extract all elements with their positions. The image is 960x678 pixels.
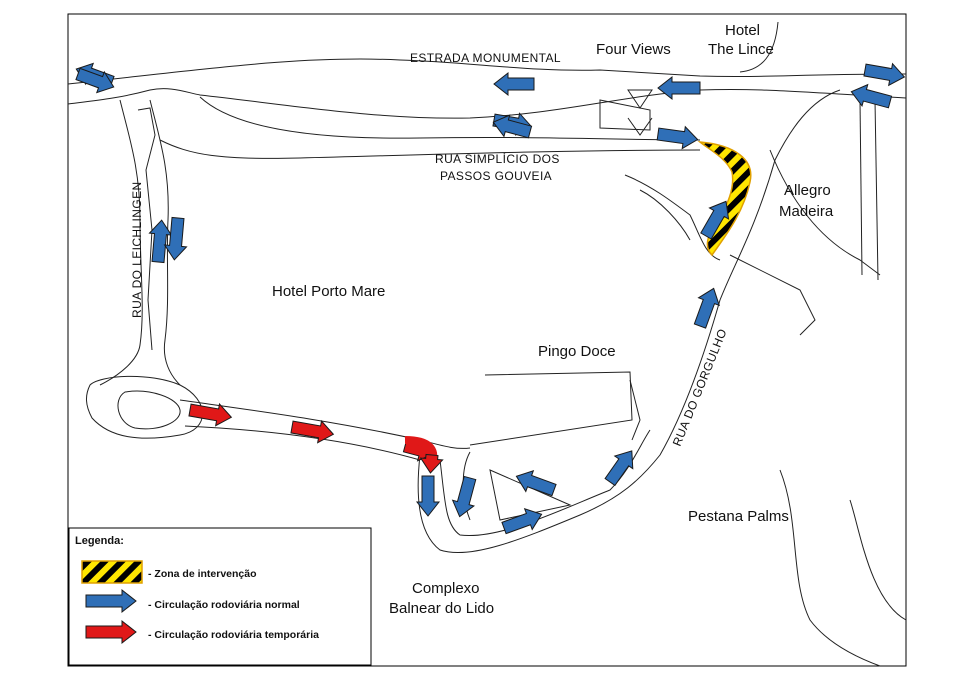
temporary-traffic-arrow-2 [290,419,335,444]
legend-hatch-swatch [81,560,143,584]
place-label-four-views: Four Views [596,41,671,58]
traffic-arrows [75,62,906,535]
normal-traffic-arrow-18 [501,507,543,535]
normal-traffic-arrow-17 [515,469,557,497]
place-label-lince-line1: Hotel [725,22,760,39]
normal-traffic-arrow-12 [700,200,730,240]
temporary-traffic-turn-head [419,453,444,474]
rua-leichlingen-road [149,99,181,386]
normal-traffic-arrow-14 [604,450,634,487]
normal-traffic-arrow-15 [415,475,441,517]
place-label-lido-line2: Balnear do Lido [389,600,494,617]
legend-title: Legenda: [75,535,124,547]
normal-traffic-arrow-8 [863,62,906,87]
intervention-zone [697,141,752,257]
legend-item-zone: - Zona de intervenção [148,568,257,580]
place-label-allegro-line2: Madeira [779,203,834,220]
rua-simplicio-road [199,96,701,141]
normal-traffic-arrow-10 [148,219,173,264]
estrada-monumental-road [67,58,907,85]
normal-traffic-arrow-3 [493,71,535,97]
normal-traffic-arrow-7 [656,125,699,150]
temporary-traffic-arrow-1 [188,402,233,427]
place-label-pestana-palms: Pestana Palms [688,508,789,525]
lido-loop-road [417,89,841,554]
normal-traffic-arrow-6 [492,114,533,139]
place-label-porto-mare: Hotel Porto Mare [272,283,385,300]
normal-traffic-arrow-16 [451,475,477,518]
normal-traffic-arrow-4 [657,75,701,101]
legend-item-normal: - Circulação rodoviária normal [148,599,300,611]
legend-temporary-arrow-symbol [85,619,137,645]
street-label-simplicio-line2: PASSOS GOUVEIA [440,169,552,183]
normal-traffic-arrow-13 [693,287,721,329]
legend: Legenda: - Zona de intervenção - Circula… [68,527,372,666]
place-label-lince-line2: The Lince [708,41,774,58]
street-label-simplicio-line1: RUA SIMPLÍCIO DOS [435,151,560,166]
place-label-allegro-line1: Allegro [784,182,831,199]
roundabout-ring [86,375,203,439]
legend-item-temporary: - Circulação rodoviária temporária [148,629,319,641]
normal-traffic-arrow-2 [75,67,115,94]
place-label-pingo-doce: Pingo Doce [538,343,616,360]
street-label-estrada-monumental: ESTRADA MONUMENTAL [410,51,561,65]
normal-traffic-arrow-9 [850,83,893,109]
coastline [779,469,881,667]
lido-access-road [179,399,471,449]
pingo-doce-block [469,371,633,446]
legend-arrows [85,588,137,645]
place-label-lido-line1: Complexo [412,580,480,597]
street-label-leichlingen: RUA DO LEICHLINGEN [130,181,144,318]
normal-traffic-arrow-11 [163,216,188,261]
legend-normal-arrow-symbol [85,588,137,614]
